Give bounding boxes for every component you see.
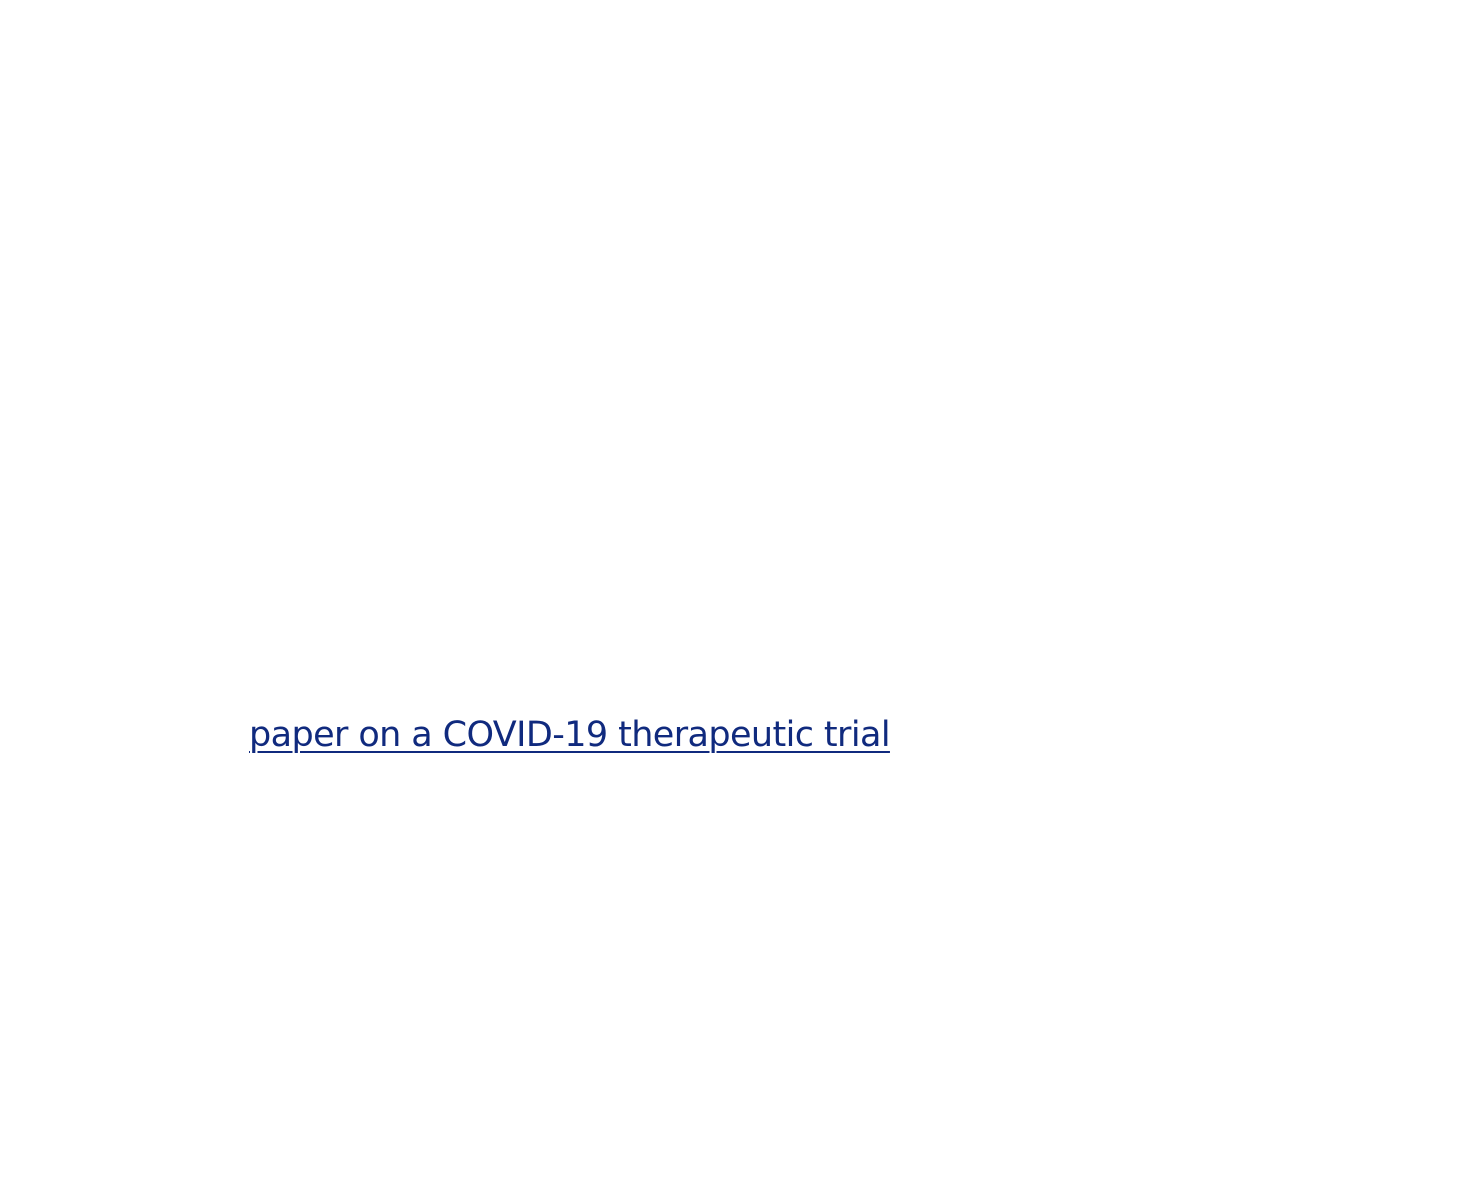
covid-trial-paper-link[interactable]: paper on a COVID-19 therapeutic trial: [249, 715, 891, 755]
